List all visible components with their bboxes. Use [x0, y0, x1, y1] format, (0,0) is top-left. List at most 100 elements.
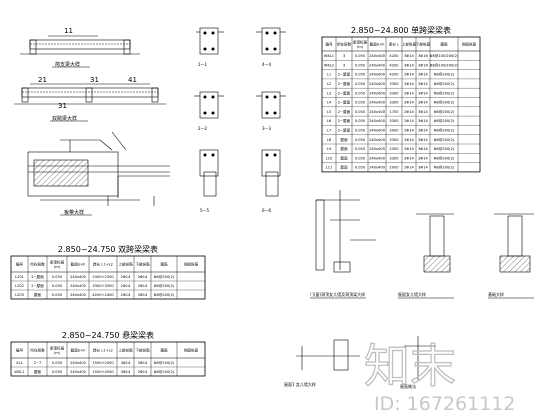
table_top-header: 下部纵筋: [416, 42, 431, 47]
table_top-cell: 0.050: [355, 119, 366, 123]
table_top-cell: 2Φ14: [404, 73, 414, 77]
table_bot-border: [10, 341, 206, 377]
table_top-cell: 240x400: [369, 119, 386, 123]
table_top-cell: WKL2: [324, 63, 334, 67]
table_mid-cell: 0.050: [52, 293, 63, 297]
two-span-beam-label: 双跨梁大样: [52, 115, 77, 122]
table_bot-cell: 1500+2000: [92, 361, 114, 365]
table_mid-cell: 3Φ14: [138, 275, 148, 279]
table_top-cell: 4200: [389, 54, 399, 58]
table_bot-cell: 3Φ14: [138, 370, 148, 374]
table_bot-header: 跨长 L1+L2: [93, 348, 113, 353]
table_mid-header: 侧面纵筋: [184, 262, 199, 267]
table_top-cell: 1700: [389, 110, 399, 114]
table_top-cell: Φ8@200(2): [434, 166, 455, 170]
table_bot-cell: 3Φ14: [121, 361, 131, 365]
table_top-cell: 0.050: [355, 101, 366, 105]
table_bot-cell: 0.050: [52, 370, 63, 374]
table_mid-cell: 2Φ14: [121, 293, 131, 297]
table_top-cell: 2Φ14: [404, 82, 414, 86]
table_top-cell: 240x400: [369, 138, 386, 142]
table_bot-cell: 3Φ14: [138, 361, 148, 365]
table_mid-header: 编号: [16, 262, 24, 267]
parapet-wall-detail: 屋面女儿墙大样: [398, 213, 454, 299]
table_top-cell: L6: [327, 119, 332, 123]
door-header-detail: 门(窗)洞顶女儿墙及洞顶梁大样: [310, 190, 376, 299]
section-label-2-2: 2—2: [198, 126, 208, 131]
table_mid-cell: 240x400: [70, 284, 87, 288]
table_top-cell: 240x400: [369, 156, 386, 160]
table_top-cell: Φ8@200(2): [434, 110, 455, 114]
table_top-cell: L10: [326, 156, 333, 160]
table_mid-cell: Φ8@200(2): [154, 284, 175, 288]
table_top-cell: 2Φ14: [404, 147, 414, 151]
table_top-cell: Φ8@200(2): [434, 156, 455, 160]
table_top-cell: 0.050: [355, 82, 366, 86]
table_top-header: 箍筋: [440, 42, 448, 47]
bottom-detail-b-label: 屋面做法: [400, 383, 416, 389]
section-label-1-1: 1—1: [198, 62, 208, 67]
table_top-cell: 3300: [389, 82, 399, 86]
table_bot-cell: 3Φ14: [121, 370, 131, 374]
table_top-cell: 3Φ14: [418, 156, 428, 160]
table_top-cell: 2~屋面: [338, 109, 351, 114]
table_top-cell: 3300: [389, 101, 399, 105]
table_mid-cell: Φ8@200(2): [154, 293, 175, 297]
section-label-4-4: 4—4: [262, 62, 272, 67]
table_top-header: 编号: [325, 42, 333, 47]
table_top-cell: L2: [327, 82, 331, 86]
table_top-cell: 3300: [389, 156, 399, 160]
table_top-cell: L4: [327, 101, 332, 105]
table_bot-header: 上部纵筋: [118, 348, 133, 353]
table_top-header: 侧面纵筋: [462, 42, 477, 47]
table_bot-title: 2.850~24.750 悬梁梁表: [62, 330, 154, 340]
slab-band-label: 板带大样: [64, 209, 84, 216]
table_top-cell: L7: [327, 128, 331, 132]
table_top-cell: 3: [343, 54, 345, 58]
table_top-cell: Φ8@200(2): [434, 138, 455, 142]
table_top-cell: 2~屋面: [338, 72, 351, 77]
table_top-cell: 240x400: [369, 147, 386, 151]
section-4-4: 4—4: [256, 27, 286, 67]
table_mid-title: 2.850~24.750 双跨梁梁表: [58, 244, 158, 254]
table_top-cell: 3Φ16: [418, 54, 428, 58]
beam-mark-31b: 31: [58, 102, 67, 110]
table_top-cell: 240x400: [369, 63, 386, 67]
simple-beam-label: 简支梁大样: [55, 61, 80, 68]
table_bot-cell: 0.050: [52, 361, 63, 365]
table_top-cell: 0.050: [355, 138, 366, 142]
table_top-cell: 240x400: [369, 110, 386, 114]
table_top-cell: 240x400: [369, 54, 386, 58]
table_top-cell: 4200: [389, 63, 399, 67]
table_top-cell: 2Φ14: [404, 91, 414, 95]
table_top-cell: Φ8@200(2): [434, 82, 455, 86]
table_bot-header: 箍筋: [160, 348, 168, 353]
table_bot-header: 梁顶标高: [50, 345, 65, 350]
table_bot-cell: Φ8@100(2): [154, 370, 175, 374]
section-5-5: 5—5: [199, 149, 219, 213]
table_top-header: 所在层数: [337, 42, 352, 47]
table_top-cell: 2000: [389, 166, 399, 170]
table_top-cell: 屋面: [340, 155, 348, 160]
table_top-cell: 3Φ16: [418, 63, 428, 67]
two-span-beam-elevation: 21 31 41 31 双跨梁大样: [14, 76, 166, 122]
table_top-cell: 3Φ14: [404, 63, 414, 67]
table_top-cell: 0.050: [355, 73, 366, 77]
table_bot-header: 所在层数: [30, 348, 45, 353]
table_mid-cell: 4200+2400: [92, 293, 114, 297]
table_top-border: [321, 36, 481, 173]
table_top-cell: L11: [326, 166, 333, 170]
table_bot-cell: 屋面: [34, 369, 42, 374]
table_top-cell: 2Φ14: [404, 110, 414, 114]
door-header-label: 门(窗)洞顶女儿墙及洞顶梁大样: [310, 291, 365, 297]
table_top-cell: 0.050: [355, 128, 366, 132]
table_mid-border: [10, 255, 206, 300]
table_top-cell: 240x400: [369, 73, 386, 77]
table_mid-cell: L201: [15, 275, 24, 279]
table_mid-header: 梁顶标高: [50, 259, 65, 264]
table_top-cell: 240x400: [369, 91, 386, 95]
table_mid-cell: 3Φ14: [138, 284, 148, 288]
section-1-1: 1—1: [196, 27, 224, 67]
